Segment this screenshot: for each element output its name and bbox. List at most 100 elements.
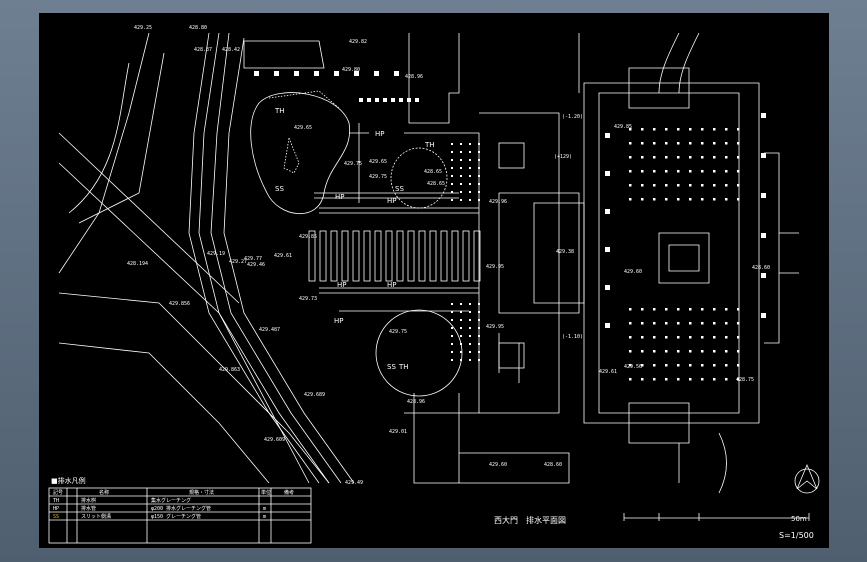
bollard-dot — [653, 128, 656, 131]
bollard-dot — [701, 350, 704, 353]
elevation-label: 429.82 — [349, 39, 367, 45]
bollard-dot — [460, 335, 462, 337]
bollard-dot — [460, 151, 462, 153]
bollard-dot — [653, 170, 656, 173]
bollard-dot — [677, 322, 680, 325]
bollard-dot — [761, 153, 766, 158]
drawing-scale: S=1/500 — [779, 531, 814, 540]
bollard-dot — [677, 142, 680, 145]
bollard-dot — [701, 308, 704, 311]
bollard-dot — [713, 378, 716, 381]
bollard-dot — [665, 350, 668, 353]
svg-text:記号: 記号 — [53, 489, 63, 496]
bollard-dot — [469, 303, 471, 305]
bollard-dot — [713, 336, 716, 339]
bollard-dot — [701, 364, 704, 367]
elevation-label: 429.863 — [219, 367, 240, 373]
bollard-dot — [469, 319, 471, 321]
elevation-label: 429.46 — [247, 262, 265, 268]
bollard-dot — [383, 98, 387, 102]
bollard-dot — [314, 71, 319, 76]
bollard-dot — [689, 336, 692, 339]
svg-text:スリット側溝: スリット側溝 — [81, 513, 111, 520]
bollard-dot — [701, 322, 704, 325]
bollard-dot — [653, 350, 656, 353]
bollard-dot — [451, 303, 453, 305]
bollard-dot — [665, 322, 668, 325]
bollard-dot — [713, 308, 716, 311]
bollard-dot — [629, 364, 632, 367]
paving-stripe — [363, 230, 371, 282]
cad-drawing-sheet: 西大門 排水平面図 S=1/500 50m ■排水凡例 記号 名称 規格・寸法 … — [39, 13, 829, 548]
bollard-dot — [761, 233, 766, 238]
bollard-dot — [415, 98, 419, 102]
paving-stripe — [462, 230, 470, 282]
bollard-dot — [641, 378, 644, 381]
bollard-dot — [665, 184, 668, 187]
bollard-dot — [701, 198, 704, 201]
bollard-dot — [460, 199, 462, 201]
paving-stripe — [352, 230, 360, 282]
bollard-dot — [629, 198, 632, 201]
bollard-dot — [689, 378, 692, 381]
svg-text:m: m — [263, 514, 266, 520]
bollard-dot — [629, 142, 632, 145]
elevation-label: 429.19 — [207, 251, 225, 257]
bollard-dot — [689, 156, 692, 159]
bollard-dot — [677, 378, 680, 381]
bollard-dot — [761, 193, 766, 198]
bollard-dot — [701, 336, 704, 339]
paving-stripe — [385, 230, 393, 282]
bollard-dot — [713, 128, 716, 131]
bollard-dot — [641, 184, 644, 187]
elevation-label: 428.75 — [736, 377, 754, 383]
bollard-dot — [641, 142, 644, 145]
bollard-dot — [478, 303, 480, 305]
bollard-dot — [665, 156, 668, 159]
elevation-label: (+129) — [554, 154, 572, 160]
bollard-dot — [689, 198, 692, 201]
bollard-dot — [478, 167, 480, 169]
bollard-dot — [460, 183, 462, 185]
bollard-dot — [725, 364, 728, 367]
bollard-dot — [653, 336, 656, 339]
road-lines — [58, 32, 355, 484]
elevation-label: 429.49 — [345, 480, 363, 486]
paving-stripe — [418, 230, 426, 282]
paving-stripe — [341, 230, 349, 282]
bollard-dot — [665, 142, 668, 145]
bollard-dot — [653, 308, 656, 311]
bollard-dot — [689, 128, 692, 131]
bollard-dot — [254, 71, 259, 76]
planting-areas — [250, 90, 525, 397]
bollard-dot — [460, 167, 462, 169]
bollard-dot — [469, 191, 471, 193]
bollard-dot — [469, 343, 471, 345]
paving-stripes — [308, 230, 481, 282]
elevation-label: 429.73 — [299, 296, 317, 302]
bollard-dot — [641, 128, 644, 131]
elevation-label: 429.60 — [624, 269, 642, 275]
bollard-dot — [451, 159, 453, 161]
bollard-dot — [713, 198, 716, 201]
bollard-dot — [629, 156, 632, 159]
bollard-dot — [478, 199, 480, 201]
paving-stripe — [429, 230, 437, 282]
bollard-dot — [641, 156, 644, 159]
bollard-dot — [469, 183, 471, 185]
elevation-label: 429.75 — [369, 174, 387, 180]
bollard-dot — [460, 351, 462, 353]
bollard-dot — [478, 359, 480, 361]
bollard-dot — [725, 128, 728, 131]
bollard-dot — [478, 327, 480, 329]
svg-text:備考: 備考 — [284, 489, 294, 496]
bollard-dot — [713, 350, 716, 353]
north-arrow — [794, 463, 820, 494]
bollard-dot — [689, 184, 692, 187]
bollard-dot — [725, 308, 728, 311]
bollard-dot — [391, 98, 395, 102]
bollard-dot — [641, 198, 644, 201]
hp-label-3: HP — [387, 197, 397, 205]
bollard-dot — [677, 198, 680, 201]
svg-text:TH: TH — [53, 498, 59, 504]
